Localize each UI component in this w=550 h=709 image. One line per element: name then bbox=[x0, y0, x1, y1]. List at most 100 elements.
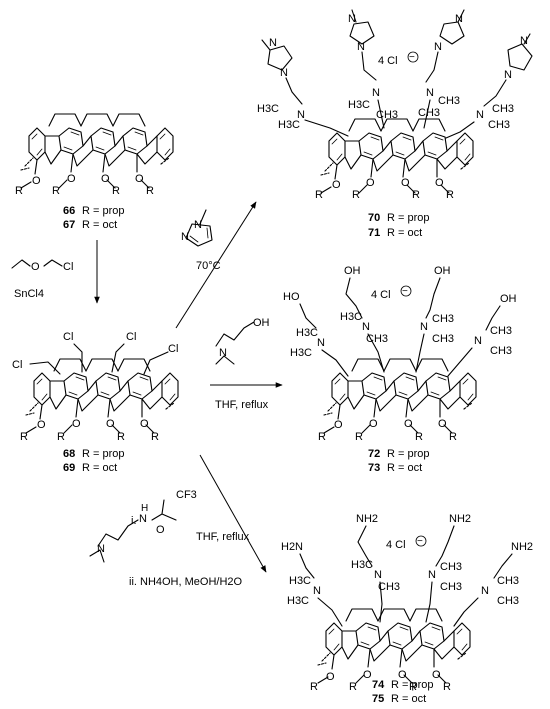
atom-r: R bbox=[352, 189, 360, 201]
group-h3c: H3C bbox=[287, 595, 309, 607]
compound-number: 68 bbox=[63, 448, 75, 460]
atom-h: H bbox=[141, 503, 148, 514]
group-h2n: H2N bbox=[281, 541, 303, 553]
atom-n: N bbox=[420, 321, 428, 333]
atom-cl: Cl bbox=[63, 261, 73, 273]
atom-n: N bbox=[372, 87, 380, 99]
atom-o: O bbox=[140, 418, 149, 430]
atom-n: N bbox=[194, 219, 202, 231]
atom-o: O bbox=[401, 177, 410, 189]
group-h3c: H3C bbox=[257, 103, 279, 115]
calixarene-68-69: Cl Cl Cl Cl O O O O R R R R bbox=[12, 331, 179, 443]
compound-number: 70 bbox=[368, 212, 380, 224]
atom-r: R bbox=[449, 431, 457, 443]
counterion-4cl: 4 Cl bbox=[378, 55, 398, 67]
charge-minus: − bbox=[409, 52, 415, 63]
atom-n: N bbox=[504, 69, 512, 81]
atom-n: N bbox=[317, 337, 325, 349]
atom-o: O bbox=[32, 175, 41, 187]
group-nh2: NH2 bbox=[449, 513, 471, 525]
compound-substituent: R = prop bbox=[391, 679, 434, 691]
group-ho: HO bbox=[283, 291, 300, 303]
atom-o: O bbox=[432, 669, 441, 681]
group-ch3: CH3 bbox=[438, 95, 460, 107]
atom-r: R bbox=[15, 185, 23, 197]
atom-n: N bbox=[455, 13, 463, 25]
counterion-4cl: 4 Cl bbox=[386, 539, 406, 551]
atom-o: O bbox=[31, 261, 40, 273]
atom-o: O bbox=[398, 669, 407, 681]
compound-label-67: 67 R = oct bbox=[63, 219, 117, 231]
compound-substituent: R = oct bbox=[82, 219, 117, 231]
atom-o: O bbox=[404, 418, 413, 430]
group-nh2: NH2 bbox=[356, 513, 378, 525]
compound-label-66: 66 R = prop bbox=[63, 205, 125, 217]
atom-o: O bbox=[326, 671, 335, 683]
atom-n: N bbox=[362, 321, 370, 333]
atom-cl: Cl bbox=[12, 359, 22, 371]
group-ch3: CH3 bbox=[440, 581, 462, 593]
atom-r: R bbox=[349, 681, 357, 693]
group-oh: OH bbox=[344, 265, 361, 277]
compound-substituent: R = oct bbox=[387, 462, 422, 474]
group-h3c: H3C bbox=[290, 347, 312, 359]
calixarene-74-75: 4 Cl − H2N NH2 NH2 NH2 N H3C H3C N H3C C… bbox=[281, 513, 533, 693]
atom-n: N bbox=[474, 335, 482, 347]
atom-o: O bbox=[135, 173, 144, 185]
atom-n: N bbox=[269, 37, 277, 49]
compound-substituent: R = prop bbox=[387, 212, 430, 224]
compound-number: 73 bbox=[368, 462, 380, 474]
atom-r: R bbox=[20, 431, 28, 443]
condition-thf-reflux: THF, reflux bbox=[196, 531, 250, 543]
atom-r: R bbox=[318, 431, 326, 443]
group-oh: OH bbox=[434, 265, 451, 277]
atom-n: N bbox=[348, 13, 356, 25]
atom-n: N bbox=[313, 585, 321, 597]
atom-o: O bbox=[37, 419, 46, 431]
atom-o: O bbox=[363, 669, 372, 681]
group-h3c: H3C bbox=[348, 99, 370, 111]
calixarene-72-73: 4 Cl − HO OH OH OH N H3C H3C N H3C CH3 N… bbox=[283, 265, 517, 443]
group-ch3: CH3 bbox=[440, 561, 462, 573]
compound-label-70: 70 R = prop bbox=[368, 212, 430, 224]
group-h3c: H3C bbox=[351, 559, 373, 571]
atom-n: N bbox=[426, 87, 434, 99]
counterion-4cl: 4 Cl bbox=[371, 289, 391, 301]
compound-number: 72 bbox=[368, 448, 380, 460]
compound-substituent: R = oct bbox=[387, 227, 422, 239]
atom-o: O bbox=[106, 418, 115, 430]
group-ch3: CH3 bbox=[497, 595, 519, 607]
atom-r: R bbox=[151, 431, 159, 443]
group-ch3: CH3 bbox=[432, 333, 454, 345]
compound-label-75: 75 R = oct bbox=[372, 693, 426, 705]
group-ch3: CH3 bbox=[418, 107, 440, 119]
compound-number: 74 bbox=[372, 679, 385, 691]
compound-label-71: 71 R = oct bbox=[368, 227, 422, 239]
condition-thf-reflux: THF, reflux bbox=[215, 399, 269, 411]
atom-r: R bbox=[52, 185, 60, 197]
group-h3c: H3C bbox=[296, 327, 318, 339]
compound-substituent: R = prop bbox=[82, 205, 125, 217]
compound-substituent: R = prop bbox=[387, 448, 430, 460]
step-2-label: ii. NH4OH, MeOH/H2O bbox=[129, 576, 243, 588]
group-h3c: H3C bbox=[340, 311, 362, 323]
reagent-sncl4: SnCl4 bbox=[14, 288, 44, 300]
atom-o: O bbox=[67, 173, 76, 185]
atom-o: O bbox=[334, 419, 343, 431]
atom-n: N bbox=[374, 569, 382, 581]
compound-substituent: R = oct bbox=[391, 693, 426, 705]
atom-o: O bbox=[101, 173, 110, 185]
atom-r: R bbox=[412, 189, 420, 201]
atom-o: O bbox=[332, 179, 341, 191]
atom-n: N bbox=[434, 41, 442, 53]
group-h3c: H3C bbox=[278, 119, 300, 131]
compound-number: 67 bbox=[63, 219, 75, 231]
atom-r: R bbox=[415, 431, 423, 443]
atom-r: R bbox=[146, 185, 154, 197]
compound-label-73: 73 R = oct bbox=[368, 462, 422, 474]
group-oh: OH bbox=[500, 293, 517, 305]
imidazolium-ring: N N bbox=[348, 9, 375, 53]
atom-n: N bbox=[280, 67, 288, 79]
group-ch3: CH3 bbox=[488, 119, 510, 131]
